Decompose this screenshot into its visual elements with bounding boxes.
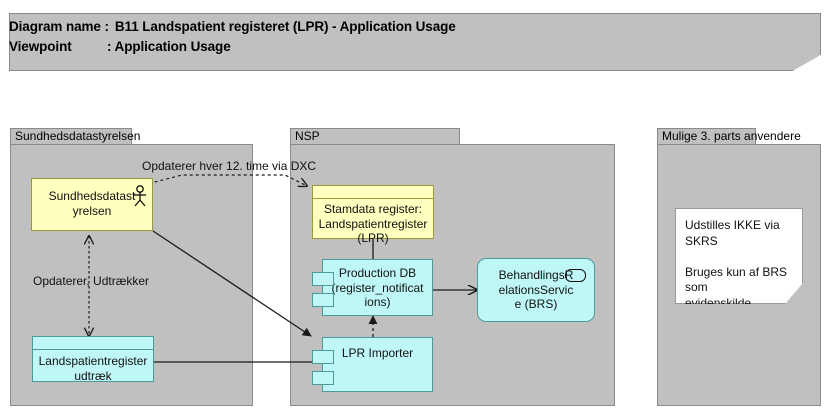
node-landspatientregister-udtraek[interactable]: Landspatientregister udtræk [32,336,154,383]
node-label-sundhedsdatastyrelsen-actor: Sundhedsdatast yrelsen [48,189,136,218]
viewpoint-value: : Application Usage [107,39,231,54]
group-label-nsp: NSP [295,129,320,143]
node-header-band-udtraek [33,337,153,350]
viewpoint-row: Viewpoint : Application Usage [9,39,231,54]
node-stamdata-register[interactable]: Stamdata register: Landspatientregister … [312,185,434,245]
connector-label-opdaterer-udtraekker: Opdaterer, Udtrækker [33,274,150,288]
node-behandlingsrelationsservice[interactable]: BehandlingsR elationsServic e (BRS) [477,258,595,322]
group-tab-tredjeparts [657,128,756,145]
component-tab-bottom-production-db [312,293,334,307]
diagram-name-value: B11 Landspatient registeret (LPR) - Appl… [114,19,456,34]
interface-oval-icon [565,269,586,282]
component-tab-top-lpr-importer [312,350,334,364]
node-label-behandlingsrelationsservice: BehandlingsR elationsServic e (BRS) [498,268,574,311]
group-label-sundhedsdatastyrelsen: Sundhedsdatastyrelsen [15,129,141,143]
node-lpr-importer[interactable]: LPR Importer [312,337,433,392]
group-tab-sundhedsdatastyrelsen [10,128,132,145]
group-tab-nsp [290,128,460,145]
diagram-title-bar [9,13,821,71]
component-tab-bottom-lpr-importer [312,371,334,385]
node-label-lpr-importer: LPR Importer [341,346,414,360]
connector-label-dxc: Opdaterer hver 12. time via DXC [142,159,317,173]
actor-stick-figure-icon [134,185,146,207]
note-skrs[interactable]: Udstilles IKKE via SKRS Bruges kun af BR… [675,208,803,304]
node-label-landspatientregister-udtraek: Landspatientregister udtræk [38,354,148,383]
component-tab-top-production-db [312,272,334,286]
node-label-stamdata-register: Stamdata register: Landspatientregister … [318,202,428,245]
group-label-tredjeparts: Mulige 3. parts anvendere [662,129,801,143]
note-text-skrs: Udstilles IKKE via SKRS Bruges kun af BR… [685,218,788,310]
diagram-name-row: Diagram name : B11 Landspatient registere… [9,19,456,34]
node-header-band-stamdata [313,186,433,199]
node-sundhedsdatastyrelsen-actor[interactable]: Sundhedsdatast yrelsen [31,178,153,231]
diagram-name-key: Diagram name : [9,19,109,34]
node-production-db[interactable]: Production DB (register_notificat ions) [312,259,433,316]
node-label-production-db: Production DB (register_notificat ions) [331,266,424,309]
viewpoint-key: Viewpoint [9,39,72,54]
